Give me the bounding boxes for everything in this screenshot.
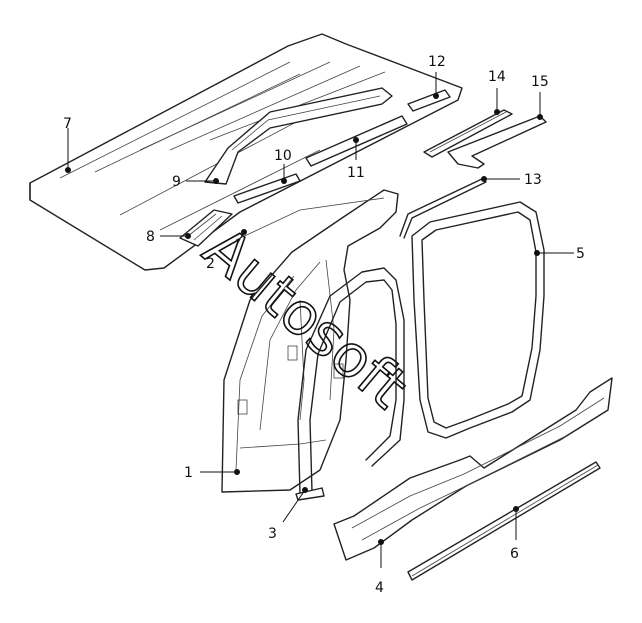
callout-5: 5 [576, 246, 585, 262]
trim-15 [447, 115, 547, 169]
callout-15: 15 [531, 74, 549, 90]
callout-10: 10 [274, 148, 292, 164]
callout-1: 1 [184, 465, 193, 481]
front-door-seal [295, 267, 405, 501]
callout-4: 4 [375, 580, 384, 596]
callout-11: 11 [347, 165, 365, 181]
callout-2: 2 [206, 256, 215, 272]
callout-3: 3 [268, 526, 277, 542]
callout-layer: 1 2 3 4 5 6 7 8 9 10 11 12 13 14 15 [63, 54, 585, 596]
roof-panel [29, 33, 463, 271]
bracket-8 [179, 209, 233, 247]
roof-rail [204, 87, 393, 185]
callout-9: 9 [172, 174, 181, 190]
trim-14 [423, 109, 513, 158]
callout-7: 7 [63, 116, 72, 132]
rocker-panel [333, 377, 613, 561]
callout-12: 12 [428, 54, 446, 70]
callout-13: 13 [524, 172, 542, 188]
sill-strip [407, 461, 601, 581]
callout-14: 14 [488, 69, 506, 85]
rear-door-seal [411, 201, 545, 439]
callout-6: 6 [510, 546, 519, 562]
end-cap-12 [407, 89, 451, 112]
callout-8: 8 [146, 229, 155, 245]
seal-13 [399, 177, 487, 239]
